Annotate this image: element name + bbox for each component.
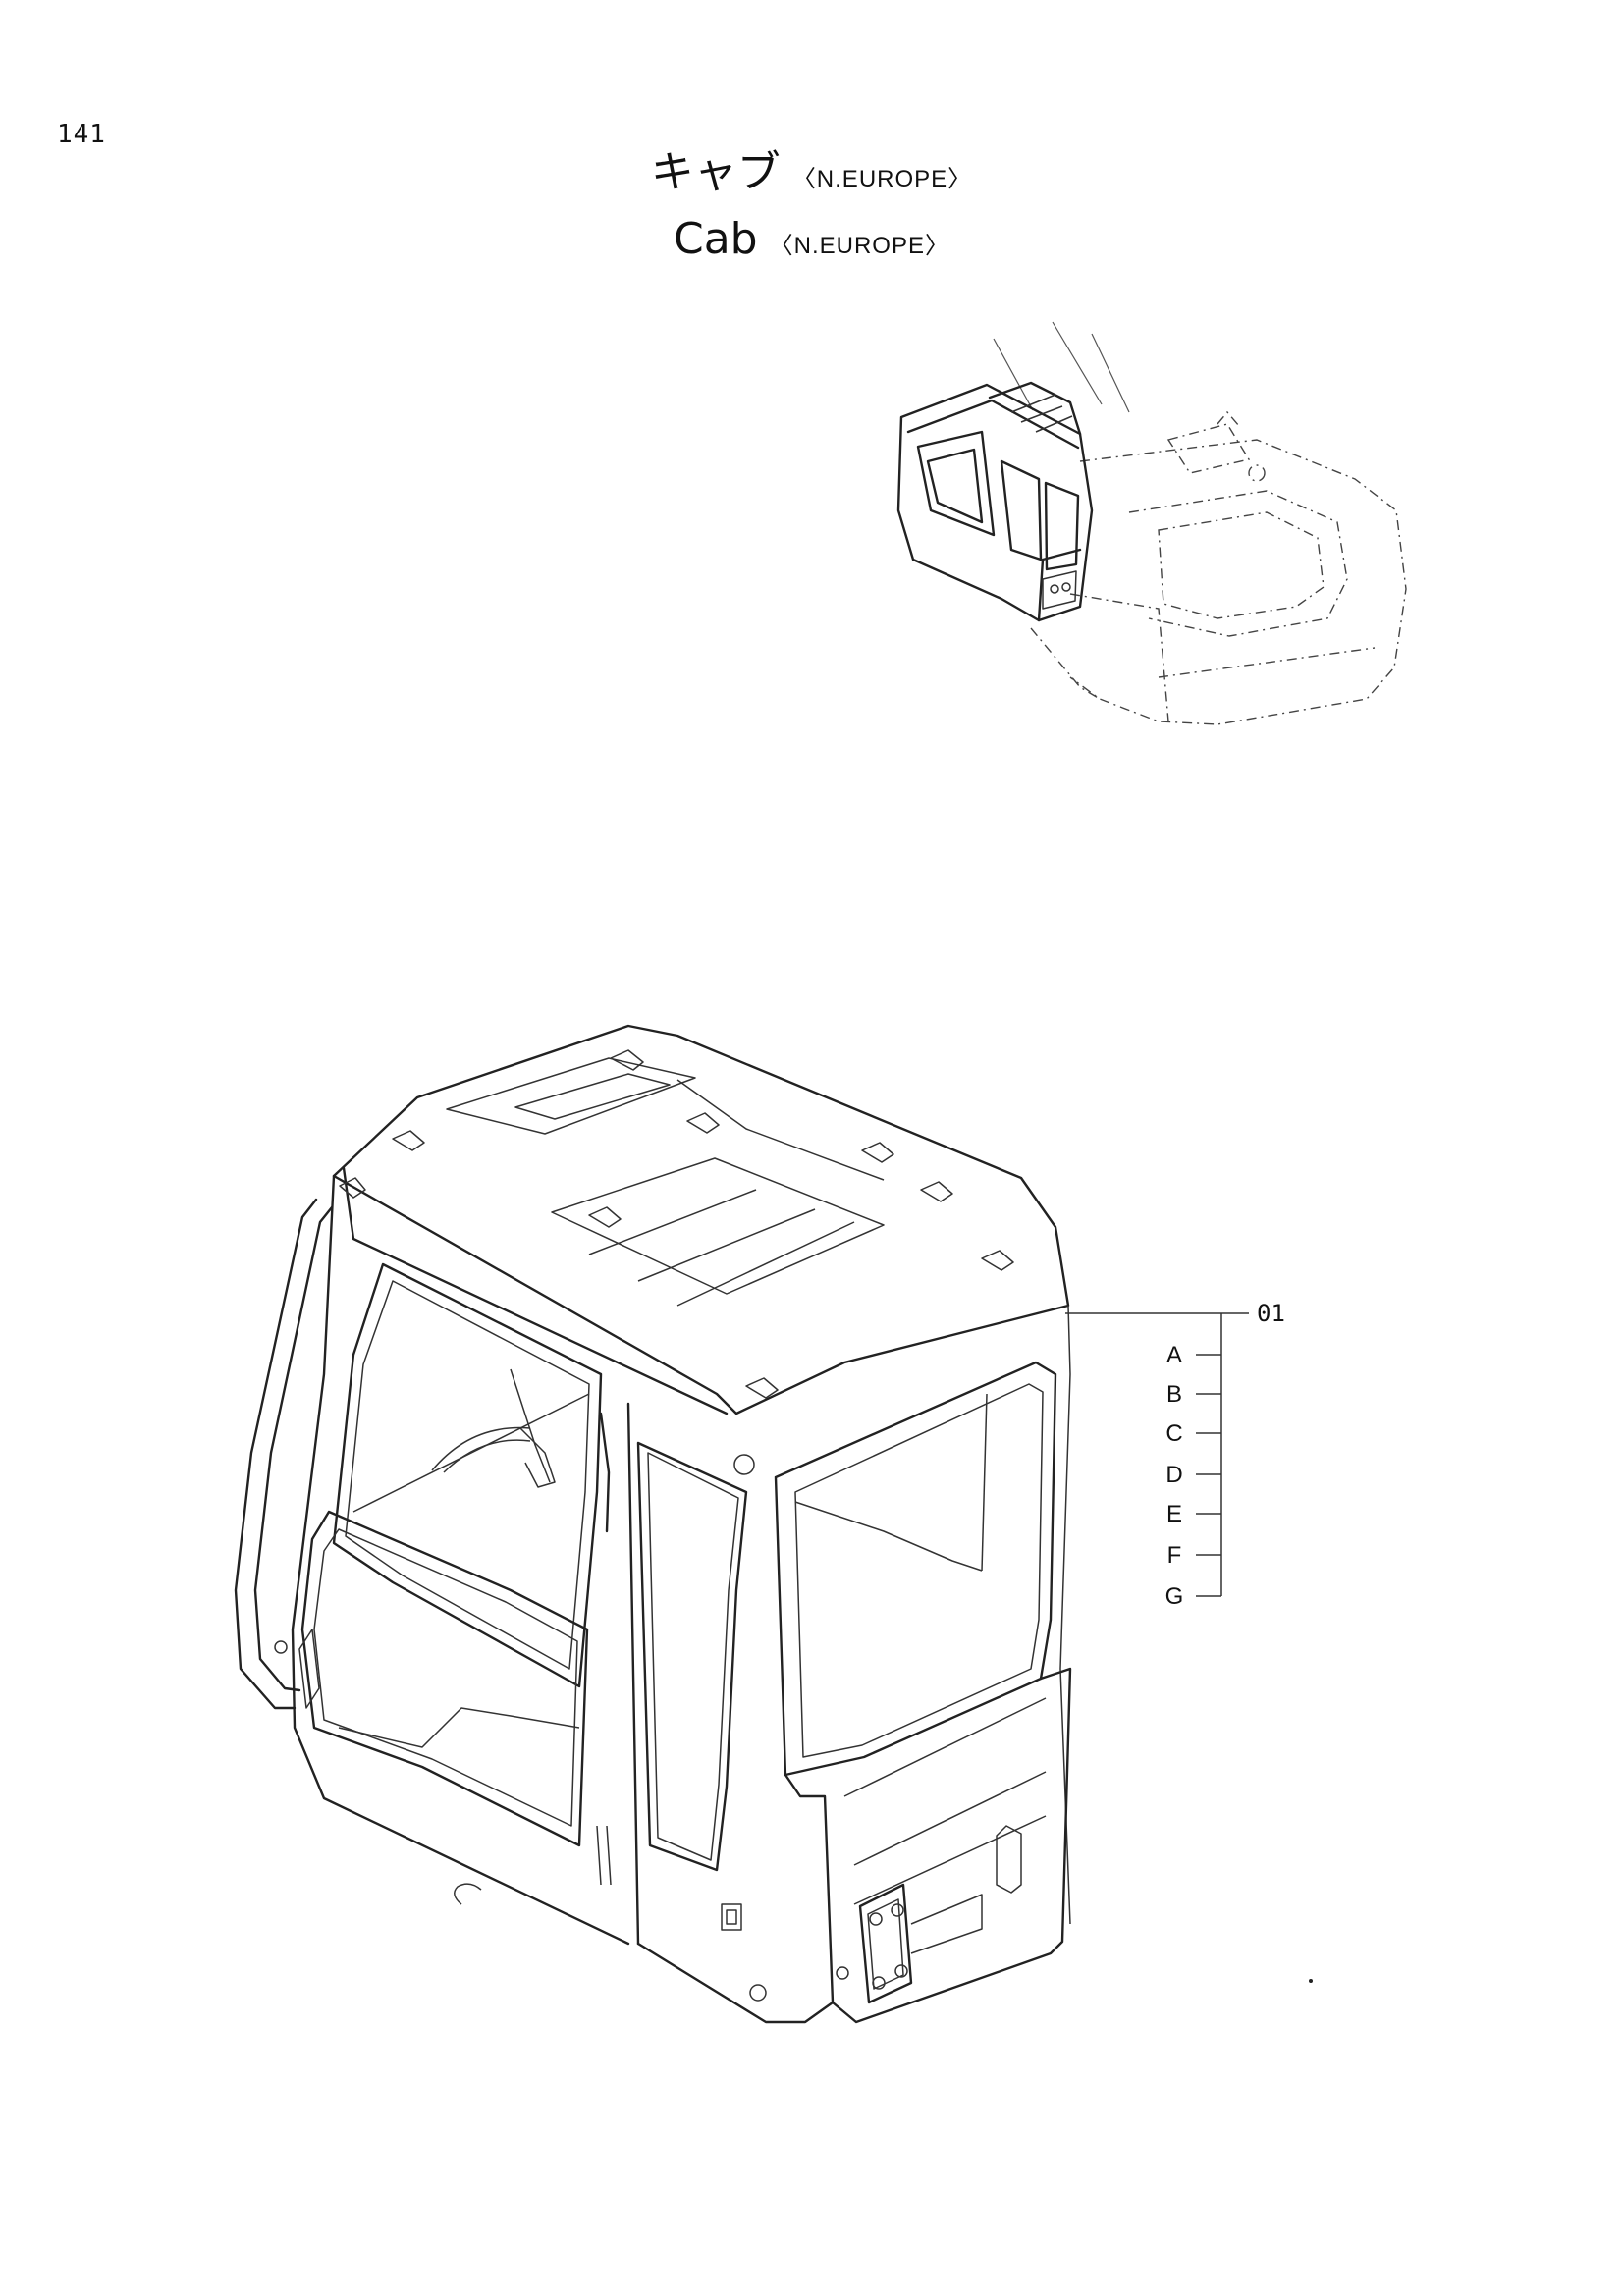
callout-variant-a: A — [1166, 1342, 1182, 1368]
page-number: 141 — [57, 120, 106, 149]
callout-variant-f: F — [1167, 1542, 1182, 1569]
callout-bracket: 01 A B C D E F G — [1065, 1300, 1285, 1610]
title-english-line: Cab 〈N.EUROPE〉 — [0, 206, 1623, 273]
title-english: Cab — [674, 214, 758, 264]
cab-drawing — [234, 1024, 1313, 2024]
title-region-en: 〈N.EUROPE〉 — [769, 233, 949, 259]
callout-variant-b: B — [1166, 1381, 1182, 1408]
title-region-jp: 〈N.EUROPE〉 — [791, 166, 973, 192]
callout-part-number: 01 — [1257, 1300, 1285, 1327]
title-japanese: キャブ — [650, 147, 781, 197]
callout-variant-e: E — [1166, 1501, 1182, 1527]
callout-variant-c: C — [1165, 1420, 1182, 1447]
callout-variant-g: G — [1165, 1583, 1184, 1610]
page-title: キャブ〈N.EUROPE〉 Cab〈N.EUROPE〉 — [0, 139, 1623, 273]
locator-view — [896, 321, 1407, 725]
callout-variant-d: D — [1165, 1462, 1182, 1488]
title-japanese-line: キャブ〈N.EUROPE〉 — [0, 139, 1623, 206]
